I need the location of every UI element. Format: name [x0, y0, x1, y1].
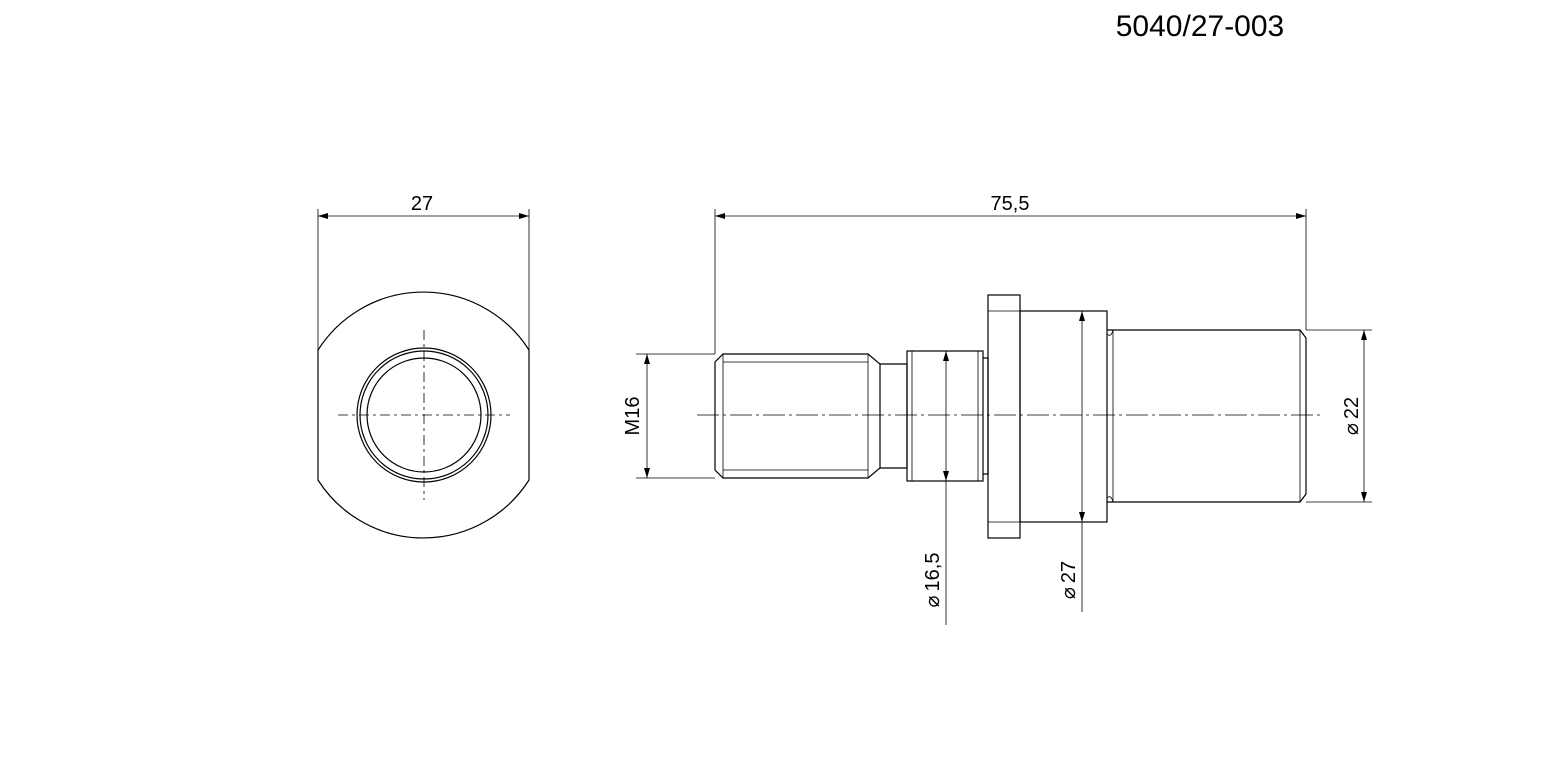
part-number: 5040/27-003 — [1116, 10, 1285, 43]
diameter-symbol: ⌀ — [1058, 587, 1080, 599]
relief-diameter-label: ⌀ 16,5 — [922, 553, 944, 608]
diameter-symbol: ⌀ — [922, 595, 944, 607]
collar-diameter-label: ⌀ 27 — [1058, 561, 1080, 599]
relief-diameter-value: 16,5 — [922, 553, 944, 592]
body-diameter-27 — [1019, 310, 1108, 523]
length-dimension-label: 75,5 — [991, 193, 1030, 215]
front-view-outline — [317, 291, 530, 539]
front-width-dimension-label: 27 — [411, 193, 433, 215]
relief-diameter-section — [906, 350, 984, 482]
shank-diameter-label: ⌀ 22 — [1341, 397, 1363, 435]
front-view: 27 — [317, 193, 530, 539]
collar-diameter-value: 27 — [1058, 561, 1080, 583]
shank-undercut — [1106, 329, 1114, 503]
thread-dimension-label: M16 — [622, 397, 644, 436]
thread-outline — [714, 353, 881, 479]
relief-groove — [880, 363, 908, 469]
collar — [987, 294, 1021, 539]
side-view: 75,5 M16 ⌀ 16,5 ⌀ 27 ⌀ 22 — [622, 193, 1372, 625]
diameter-symbol: ⌀ — [1341, 423, 1363, 435]
collar-step — [983, 357, 989, 475]
shank-diameter-value: 22 — [1341, 397, 1363, 419]
shank-outline — [1107, 329, 1307, 503]
